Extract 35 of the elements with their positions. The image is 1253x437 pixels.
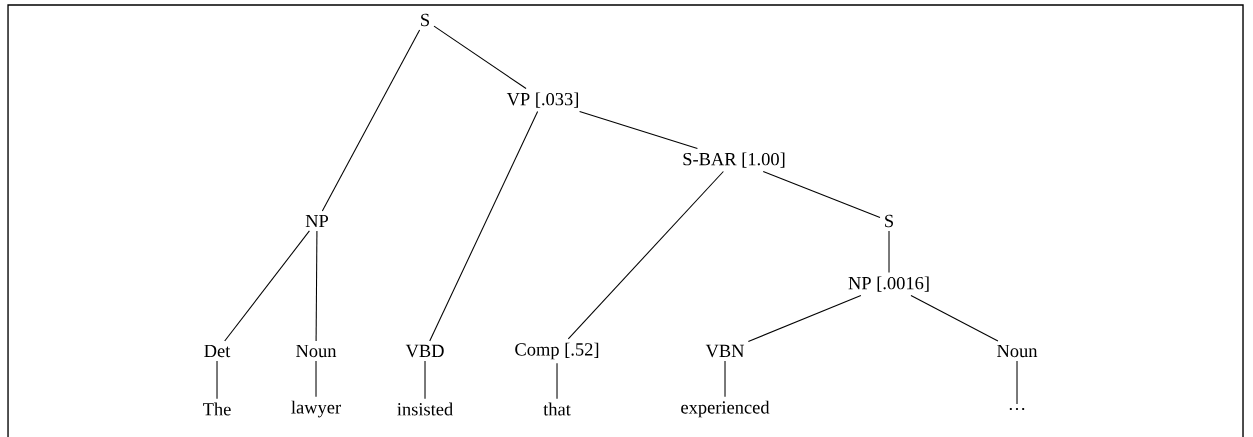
tree-label: Noun bbox=[296, 344, 337, 358]
tree-label: lawyer bbox=[291, 400, 341, 418]
tree-branch bbox=[747, 295, 862, 342]
tree-label: experienced bbox=[681, 400, 770, 418]
tree-branch bbox=[315, 230, 318, 342]
tree-branch bbox=[216, 360, 218, 400]
tree-label: NP bbox=[305, 215, 329, 228]
tree-branch bbox=[762, 170, 881, 218]
tree-label: S bbox=[421, 13, 429, 27]
tree-branch bbox=[315, 360, 317, 398]
tree-label: … bbox=[1009, 407, 1025, 411]
tree-label: VBN bbox=[705, 344, 745, 358]
tree-branch bbox=[579, 111, 698, 150]
tree-branch bbox=[321, 29, 421, 212]
tree-branch bbox=[888, 230, 890, 274]
tree-branch bbox=[224, 230, 310, 342]
tree-label: S bbox=[885, 214, 893, 228]
tree-branch bbox=[724, 360, 726, 398]
tree-label: VBD bbox=[405, 344, 444, 358]
tree-branch bbox=[567, 170, 724, 340]
tree-branch bbox=[1016, 360, 1018, 405]
tree-label: The bbox=[203, 402, 231, 416]
tree-label: insisted bbox=[397, 402, 453, 416]
tree-branch bbox=[910, 295, 999, 342]
tree-label: NP [.0016] bbox=[848, 276, 929, 292]
tree-label: that bbox=[543, 402, 571, 416]
tree-label: S-BAR [1.00] bbox=[683, 152, 785, 168]
tree-branch bbox=[424, 360, 426, 400]
tree-label: Noun bbox=[997, 344, 1038, 358]
tree-branch bbox=[433, 25, 527, 90]
tree-label: VP [.033] bbox=[506, 92, 578, 108]
tree-branch bbox=[556, 362, 558, 400]
tree-label: Comp [.52] bbox=[515, 342, 599, 360]
tree-label: Det bbox=[204, 344, 231, 358]
tree-branch bbox=[429, 111, 539, 342]
